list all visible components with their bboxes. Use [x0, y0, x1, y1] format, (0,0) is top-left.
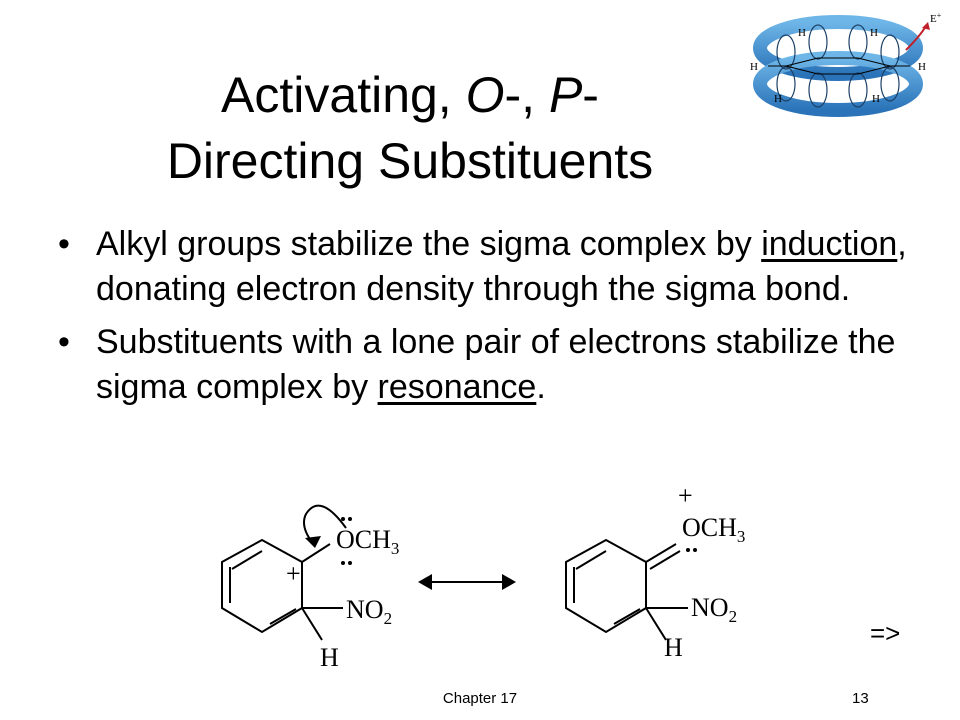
right-double-bond-och3 — [645, 543, 677, 563]
right-och3: OCH3 — [682, 513, 745, 546]
orbital-h-left: H — [750, 61, 758, 73]
bullet-list: Alkyl groups stabilize the sigma complex… — [58, 222, 918, 418]
resonance-diagram: + OCH3 NO2 H + OCH3 NO2 H — [221, 481, 745, 672]
orbital-h-bottom-left: H — [774, 93, 782, 105]
right-no2: NO2 — [691, 593, 737, 626]
footer-chapter: Chapter 17 — [442, 690, 518, 707]
orbital-h-right: H — [918, 61, 926, 73]
benzene-orbital-figure: H H H H H H E+ — [750, 11, 942, 117]
title-ortho: O — [465, 67, 505, 123]
left-curved-arrow — [303, 504, 347, 543]
title-para: P — [548, 67, 583, 123]
left-bond-h — [301, 607, 323, 641]
left-och3: OCH3 — [336, 525, 399, 558]
electrophile-arrowhead — [922, 22, 930, 30]
right-bond-h — [645, 607, 667, 641]
left-bond-och3 — [301, 543, 331, 563]
left-lone-pair-top — [341, 517, 352, 521]
bullet-resonance: Substituents with a lone pair of electro… — [58, 320, 918, 410]
left-lone-pair-bottom — [341, 561, 352, 565]
orbital-h-bottom-right: H — [872, 93, 880, 105]
title-suffix: - — [582, 67, 599, 123]
slide-number: 13 — [852, 690, 869, 707]
right-lone-pair — [686, 548, 697, 552]
p-orbital-lobes — [776, 24, 900, 108]
right-hydrogen: H — [664, 633, 683, 662]
right-plus-charge: + — [678, 481, 693, 510]
next-slide-link[interactable]: => — [870, 618, 901, 648]
sigma-framework — [768, 57, 910, 75]
electrophile-label: E+ — [930, 11, 942, 25]
term-resonance: resonance — [377, 368, 537, 406]
orbital-h-top-right: H — [870, 27, 878, 39]
right-ring — [565, 538, 647, 634]
bullet-induction: Alkyl groups stabilize the sigma complex… — [58, 222, 918, 312]
left-hydrogen: H — [320, 643, 339, 672]
title-line-2: Directing Substituents — [166, 133, 654, 189]
title-separator: -, — [504, 67, 549, 123]
term-induction: induction — [761, 225, 898, 263]
left-no2: NO2 — [346, 595, 392, 628]
title-prefix: Activating, — [221, 67, 466, 123]
slide-title: Activating, O-, P- Directing Substituent… — [90, 62, 730, 194]
left-plus-charge: + — [286, 559, 301, 588]
orbital-h-top-left: H — [798, 27, 806, 39]
